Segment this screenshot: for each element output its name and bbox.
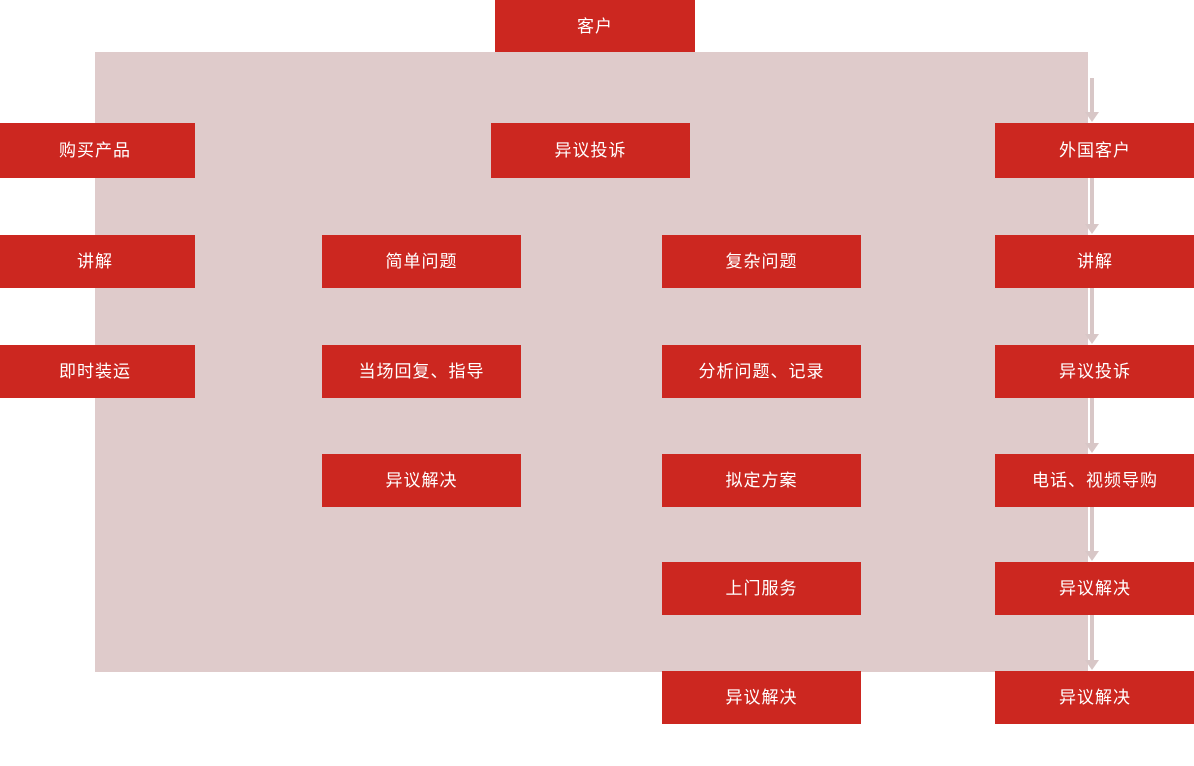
node-foreign-explain[interactable]: 讲解 [995, 235, 1194, 288]
arrow-head-foreign-4 [1085, 443, 1099, 453]
node-purchase-explain[interactable]: 讲解 [0, 235, 195, 288]
node-label: 简单问题 [385, 252, 458, 271]
node-label: 异议解决 [1059, 688, 1131, 707]
node-foreign-objection-resolved-1[interactable]: 异议解决 [995, 562, 1194, 615]
node-objection-complaint[interactable]: 异议投诉 [491, 123, 690, 178]
arrow-head-foreign-5 [1085, 551, 1099, 561]
node-purchase-product[interactable]: 购买产品 [0, 123, 195, 178]
node-label: 复杂问题 [725, 252, 798, 271]
node-simple-objection-resolved[interactable]: 异议解决 [322, 454, 521, 507]
arrow-head-foreign-1 [1085, 112, 1099, 122]
node-analyze-record[interactable]: 分析问题、记录 [662, 345, 861, 398]
arrow-line-foreign-6 [1090, 615, 1094, 662]
node-label: 异议投诉 [554, 141, 627, 160]
node-draft-plan[interactable]: 拟定方案 [662, 454, 861, 507]
node-complex-objection-resolved[interactable]: 异议解决 [662, 671, 861, 724]
node-label: 异议解决 [385, 471, 458, 490]
node-onsite-service[interactable]: 上门服务 [662, 562, 861, 615]
node-label: 异议投诉 [1059, 362, 1131, 381]
node-label: 讲解 [1077, 252, 1113, 271]
node-foreign-customer[interactable]: 外国客户 [995, 123, 1194, 178]
node-label: 当场回复、指导 [358, 362, 485, 381]
arrow-line-foreign-2 [1090, 178, 1094, 226]
node-customer[interactable]: 客户 [495, 0, 695, 52]
arrow-head-foreign-2 [1085, 224, 1099, 234]
node-label: 客户 [577, 16, 613, 36]
node-label: 分析问题、记录 [698, 362, 825, 381]
node-phone-video-guide[interactable]: 电话、视频导购 [995, 454, 1194, 507]
node-foreign-objection-complaint[interactable]: 异议投诉 [995, 345, 1194, 398]
node-label: 电话、视频导购 [1032, 471, 1158, 490]
arrow-line-foreign-4 [1090, 398, 1094, 445]
arrow-head-foreign-3 [1085, 334, 1099, 344]
node-label: 外国客户 [1059, 141, 1131, 160]
node-simple-problem[interactable]: 简单问题 [322, 235, 521, 288]
node-label: 异议解决 [725, 688, 798, 707]
node-label: 讲解 [77, 252, 113, 271]
arrow-head-foreign-6 [1085, 660, 1099, 670]
node-label: 购买产品 [59, 141, 131, 160]
arrow-line-foreign-1 [1090, 78, 1094, 114]
node-foreign-objection-resolved-2[interactable]: 异议解决 [995, 671, 1194, 724]
node-label: 即时装运 [59, 362, 131, 381]
node-complex-problem[interactable]: 复杂问题 [662, 235, 861, 288]
node-label: 拟定方案 [725, 471, 798, 490]
arrow-line-foreign-3 [1090, 288, 1094, 336]
node-instant-shipping[interactable]: 即时装运 [0, 345, 195, 398]
node-label: 异议解决 [1059, 579, 1131, 598]
node-onspot-reply-guide[interactable]: 当场回复、指导 [322, 345, 521, 398]
node-label: 上门服务 [725, 579, 798, 598]
arrow-line-foreign-5 [1090, 507, 1094, 553]
